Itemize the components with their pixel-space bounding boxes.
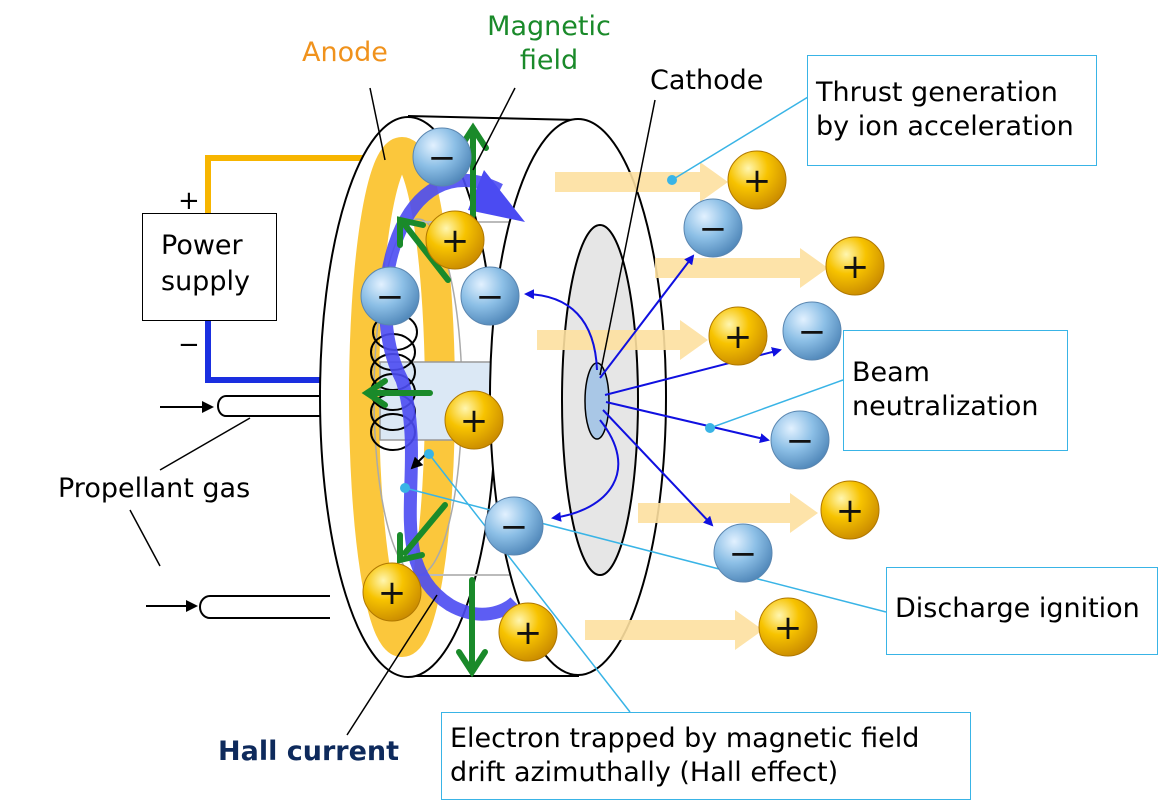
ion: +	[825, 236, 885, 296]
ion: +	[498, 602, 558, 662]
magnetic-field-label-line1: Magnetic	[487, 11, 611, 42]
ion-symbol: +	[441, 221, 470, 261]
hall-current-label: Hall current	[218, 736, 400, 767]
electron-symbol: −	[500, 507, 529, 547]
electron-symbol: −	[476, 277, 505, 317]
electron: −	[360, 266, 420, 326]
ion-symbol: +	[378, 573, 407, 613]
electron-symbol: −	[699, 209, 728, 249]
propellant-gas-label: Propellant gas	[58, 473, 251, 504]
particles: −−−−−−−−+++++++++	[360, 127, 885, 662]
power-supply-line2: supply	[161, 266, 250, 297]
ion: +	[362, 562, 422, 622]
ion-symbol: +	[514, 613, 543, 653]
magnetic-field-label-line2: field	[519, 45, 579, 76]
electron-symbol: −	[729, 534, 758, 574]
ion-symbol: +	[724, 317, 753, 357]
electron-callout-line2: drift azimuthally (Hall effect)	[450, 757, 839, 788]
anode-label: Anode	[302, 37, 388, 68]
ion-symbol: +	[460, 401, 489, 441]
ion: +	[444, 390, 504, 450]
electron: −	[412, 127, 472, 187]
electron: −	[484, 496, 544, 556]
thrust-callout-line2: by ion acceleration	[816, 111, 1074, 142]
electron: −	[782, 301, 842, 361]
magnetic-field-label: Magnetic field	[484, 10, 614, 78]
callout-leaders	[129, 87, 887, 736]
ion: +	[820, 480, 880, 540]
ion: +	[425, 210, 485, 270]
electron: −	[713, 523, 773, 583]
electron-symbol: −	[786, 421, 815, 461]
magnetic-field-arrows	[361, 122, 489, 678]
thrust-callout-line1: Thrust generation	[816, 77, 1058, 108]
beam-callout-line2: neutralization	[852, 391, 1039, 422]
power-wires	[205, 155, 390, 383]
discharge-ignition-callout: Discharge ignition	[886, 567, 1158, 655]
ion-symbol: +	[836, 491, 865, 531]
electron-callout-line1: Electron trapped by magnetic field	[450, 723, 920, 754]
electron: −	[460, 266, 520, 326]
electron: −	[683, 198, 743, 258]
electron: −	[770, 410, 830, 470]
minus-terminal-label: −	[178, 330, 200, 360]
power-supply-line1: Power	[161, 230, 243, 261]
hall-current-arrow	[379, 170, 525, 621]
ion-symbol: +	[743, 161, 772, 201]
electron-symbol: −	[428, 138, 457, 178]
power-supply-box: Power supply	[142, 213, 277, 321]
electron-symbol: −	[376, 277, 405, 317]
cathode-label: Cathode	[650, 65, 764, 96]
ion: +	[708, 306, 768, 366]
ion-symbol: +	[841, 247, 870, 287]
electron-symbol: −	[798, 312, 827, 352]
thrust-callout: Thrust generation by ion acceleration	[807, 55, 1097, 166]
propellant-pipes	[146, 395, 330, 619]
ion: +	[758, 597, 818, 657]
ion-symbol: +	[774, 608, 803, 648]
beam-neutralization-callout: Beam neutralization	[843, 330, 1068, 451]
plus-terminal-label: +	[178, 186, 200, 216]
ion: +	[727, 150, 787, 210]
electron-drift-callout: Electron trapped by magnetic field drift…	[441, 712, 971, 800]
beam-callout-line1: Beam	[852, 357, 930, 388]
